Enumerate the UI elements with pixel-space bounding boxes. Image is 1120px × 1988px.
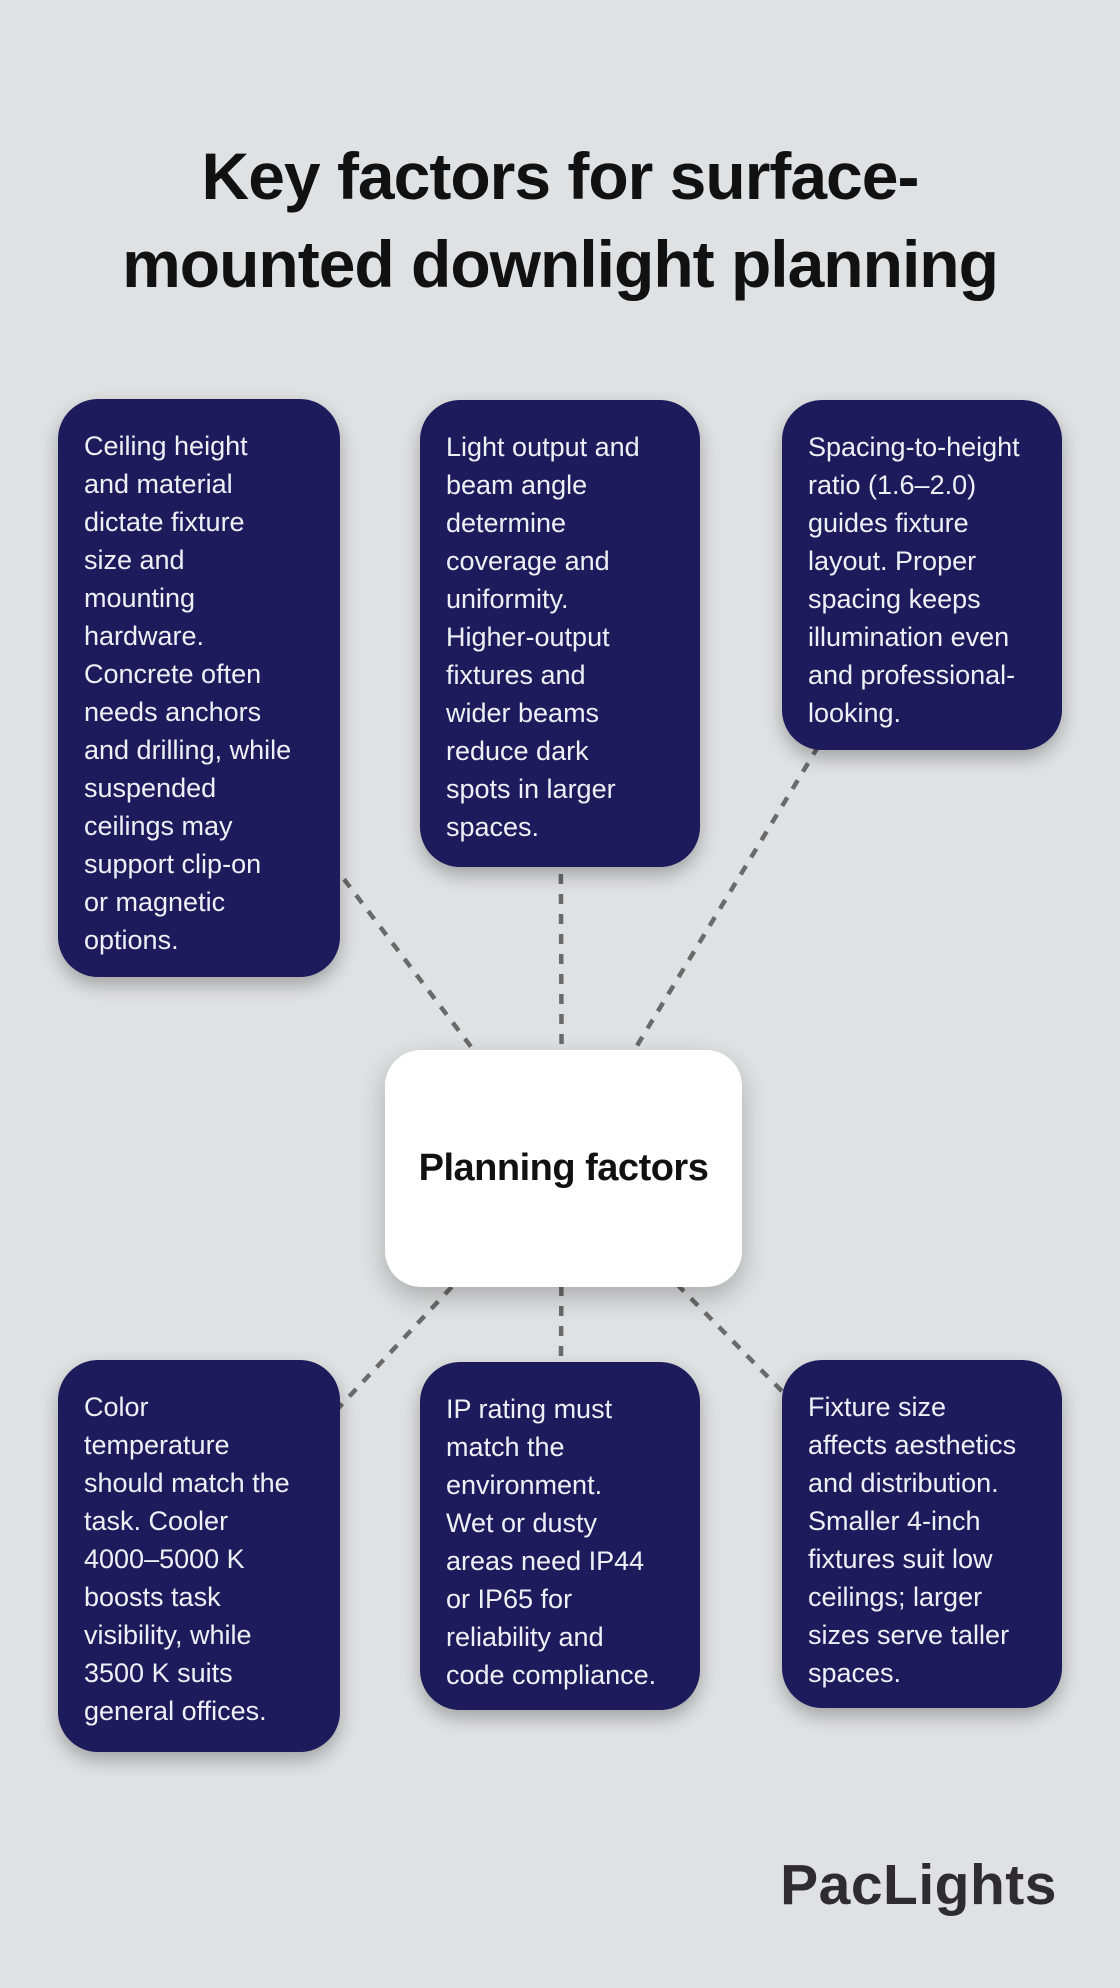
page-title: Key factors for surface- mounted downlig…: [122, 139, 999, 302]
factor-card-ip-rating: IP rating must match the environment. We…: [420, 1362, 700, 1710]
factor-card-light-output: Light output and beam angle determine co…: [420, 400, 700, 867]
factor-card-color-temperature: Color temperature should match the task.…: [58, 1360, 340, 1752]
factor-card-spacing-to-height: Spacing-to-height ratio (1.6–2.0) guides…: [782, 400, 1062, 750]
connector-top-right: [561, 573, 924, 1170]
center-node: Planning factors: [385, 1050, 742, 1287]
paclights-logo: PacLights: [780, 1853, 1057, 1917]
factor-card-ceiling-height: Ceiling height and material dictate fixt…: [58, 399, 340, 977]
center-node-label: Planning factors: [418, 1147, 709, 1189]
factor-card-fixture-size: Fixture size affects aesthetics and dist…: [782, 1360, 1062, 1708]
